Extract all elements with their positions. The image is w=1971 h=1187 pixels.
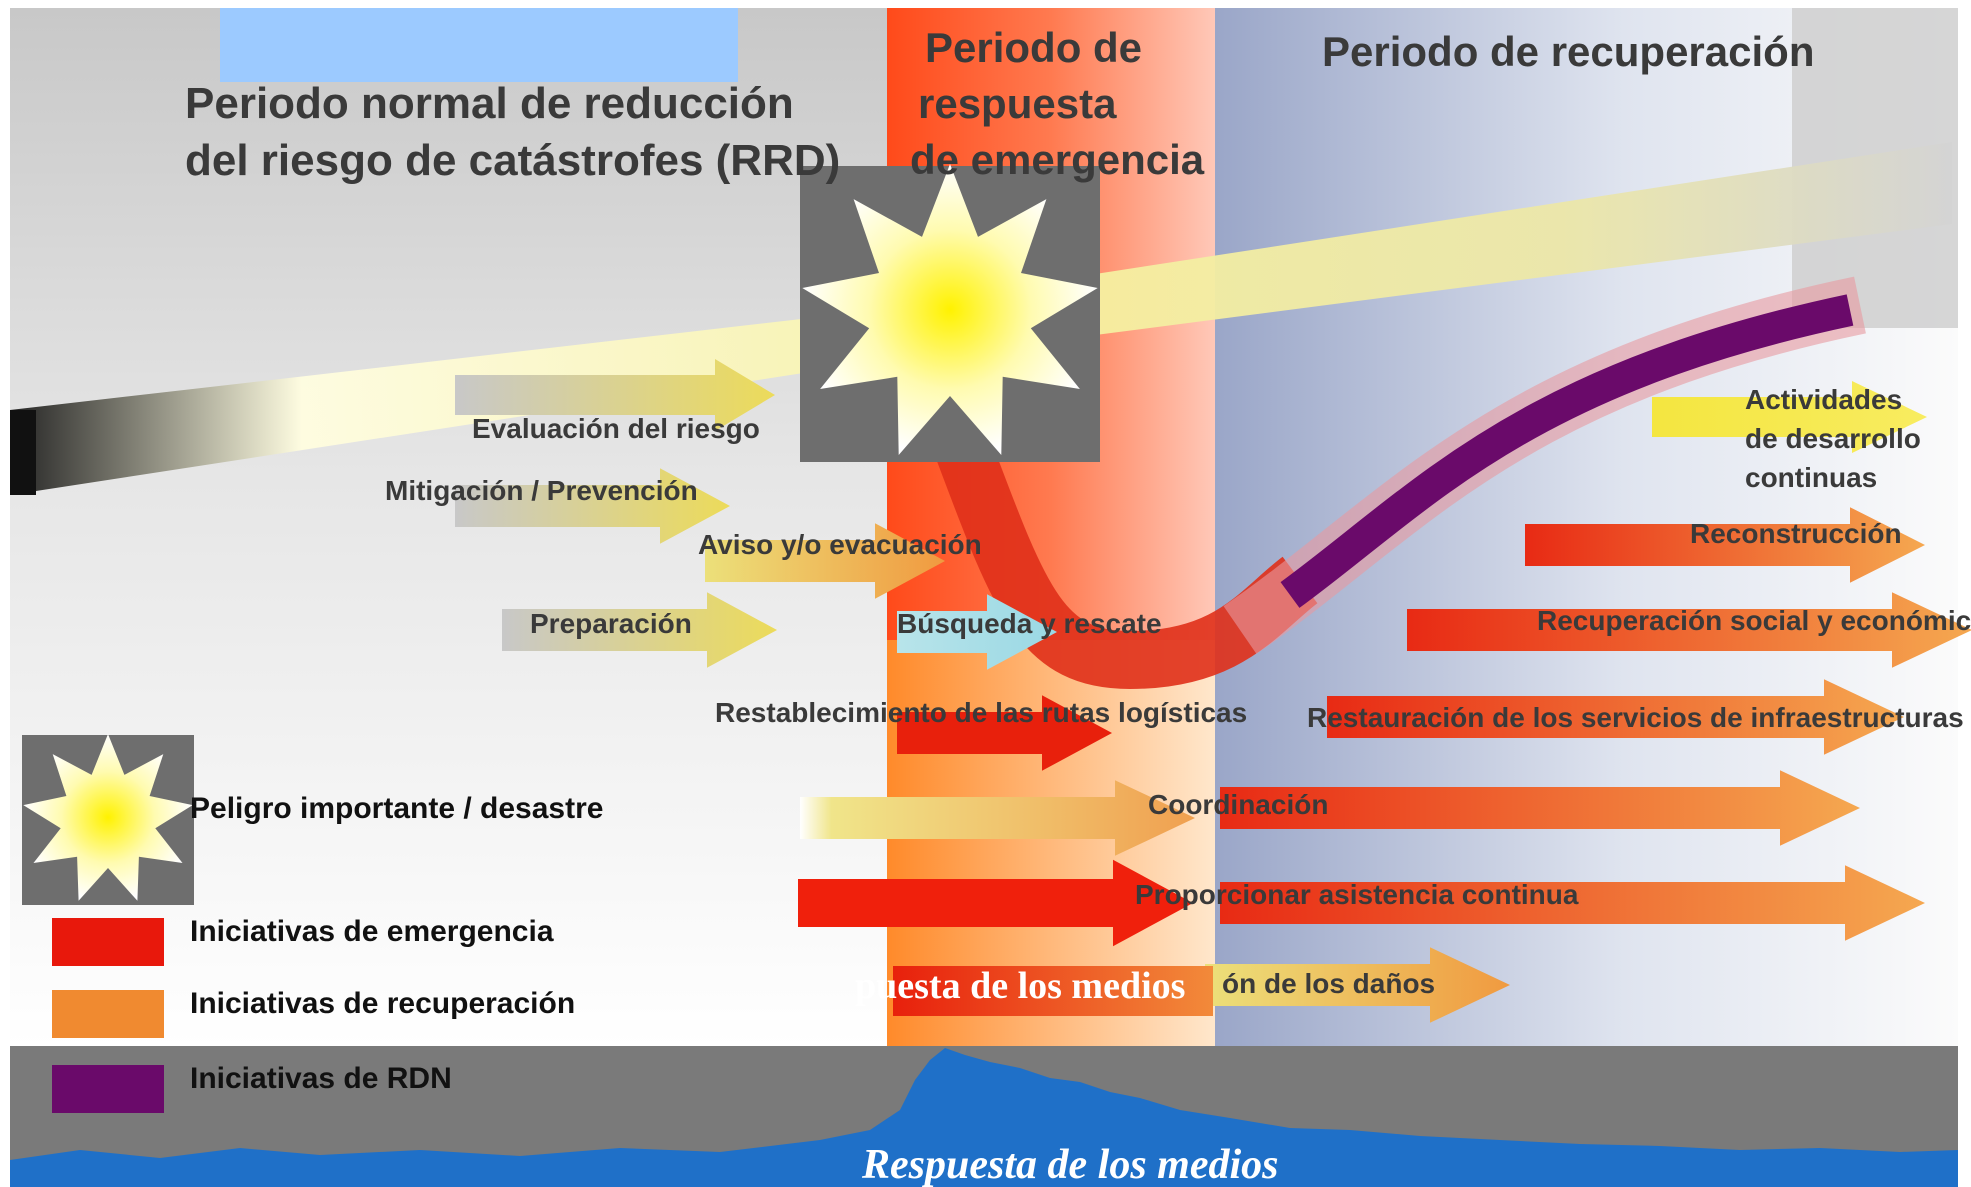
risk-assessment-arrow bbox=[455, 359, 775, 431]
timeline-band-start bbox=[10, 410, 36, 495]
legend-emergency-label: Iniciativas de emergencia bbox=[190, 915, 554, 948]
development-label-line1: Actividades bbox=[1745, 384, 1902, 415]
infrastructure-arrow bbox=[1327, 679, 1904, 755]
preparedness-arrow bbox=[502, 592, 777, 668]
media-response-title: Respuesta de los medios bbox=[861, 1142, 1279, 1187]
hazard-star-icon bbox=[802, 164, 1098, 455]
response-period-title-line3: de emergencia bbox=[910, 136, 1205, 183]
title-highlight-box bbox=[220, 8, 738, 82]
assistance-arrow-b bbox=[1220, 865, 1925, 941]
infrastructure-label: Restauración de los servicios de infraes… bbox=[1307, 702, 1964, 733]
legend-rdn-swatch bbox=[52, 1065, 164, 1113]
reconstruction-arrow bbox=[1525, 507, 1925, 583]
legend-hazard-star-icon bbox=[23, 734, 193, 901]
legend-recovery-swatch bbox=[52, 990, 164, 1038]
media-response-wave bbox=[10, 1048, 1958, 1187]
legend-rdn-label: Iniciativas de RDN bbox=[190, 1062, 452, 1095]
recovery-period-title: Periodo de recuperación bbox=[1322, 28, 1814, 75]
media-response-overlay-text: puesta de los medios bbox=[855, 965, 1185, 1007]
search-rescue-arrow bbox=[897, 594, 1057, 670]
warning-arrow bbox=[705, 523, 945, 599]
normal-period-title-line2: del riesgo de catástrofes (RRD) bbox=[185, 136, 840, 185]
social-economic-arrow bbox=[1407, 592, 1971, 668]
damage-assessment-arrow bbox=[1205, 947, 1510, 1023]
coordination-label: Coordinación bbox=[1148, 789, 1328, 820]
assistance-label: Proporcionar asistencia continua bbox=[1135, 879, 1579, 910]
warning-label: Aviso y/o evacuación bbox=[698, 529, 982, 560]
legend-hazard-label: Peligro importante / desastre bbox=[190, 792, 603, 825]
media-bar bbox=[893, 966, 1213, 1016]
legend-recovery-label: Iniciativas de recuperación bbox=[190, 987, 575, 1020]
legend-emergency-swatch bbox=[52, 918, 164, 966]
preparedness-label: Preparación bbox=[530, 608, 692, 639]
logistics-arrow bbox=[897, 695, 1112, 771]
logistics-label: Restablecimiento de las rutas logísticas bbox=[715, 697, 1247, 728]
reconstruction-label: Reconstrucción bbox=[1690, 518, 1902, 549]
normal-period-title-line1: Periodo normal de reducción bbox=[185, 79, 794, 128]
response-period-title-line2: respuesta bbox=[918, 80, 1117, 127]
assistance-arrow-a bbox=[798, 859, 1193, 947]
mitigation-label: Mitigación / Prevención bbox=[385, 475, 698, 506]
rdn-curve bbox=[1280, 294, 1854, 608]
social-economic-label: Recuperación social y económica bbox=[1537, 605, 1971, 636]
continuous-development-arrow bbox=[1652, 381, 1927, 453]
risk-assessment-label: Evaluación del riesgo bbox=[472, 413, 760, 444]
search-rescue-label: Búsqueda y rescate bbox=[897, 608, 1162, 639]
coordination-arrow-a bbox=[800, 780, 1195, 856]
coordination-arrow-b bbox=[1220, 770, 1860, 846]
mitigation-arrow bbox=[455, 468, 730, 544]
damage-assessment-label: ón de los daños bbox=[1222, 968, 1435, 999]
development-label-line3: continuas bbox=[1745, 462, 1877, 493]
development-label-line2: de desarrollo bbox=[1745, 423, 1921, 454]
response-period-title-line1: Periodo de bbox=[925, 24, 1142, 71]
